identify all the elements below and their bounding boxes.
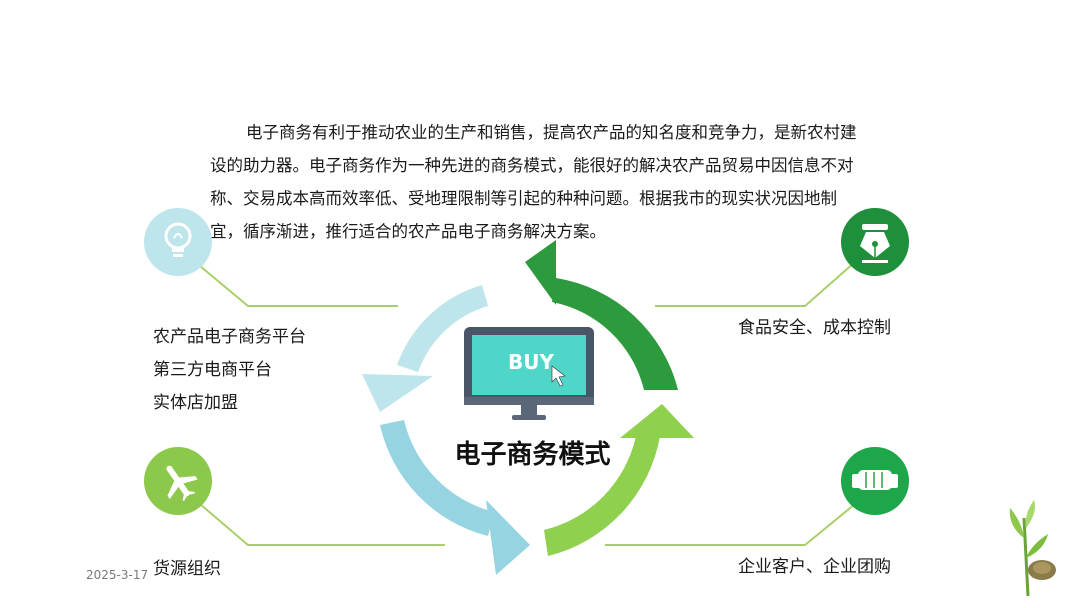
cycle-arrow-bottom-left <box>380 420 530 575</box>
cycle-arrow-top-left <box>362 285 488 412</box>
right-top-label-1: 食品安全、成本控制 <box>738 318 891 338</box>
plant-decoration <box>1009 500 1056 597</box>
cycle-arrow-top-right <box>525 240 678 390</box>
intro-paragraph: 电子商务有利于推动农业的生产和销售，提高农产品的知名度和竞争力，是新农村建设的助… <box>210 123 857 241</box>
connector-line-top-left <box>199 265 398 307</box>
left-top-labels: 农产品电子商务平台 第三方电商平台 实体店加盟 <box>153 321 306 420</box>
left-top-label-2: 第三方电商平台 <box>153 360 272 380</box>
lightbulb-icon <box>144 208 212 276</box>
left-bottom-labels: 货源组织 <box>153 553 221 586</box>
left-bottom-label-1: 货源组织 <box>153 559 221 579</box>
airplane-icon <box>144 447 212 515</box>
footer-date: 2025-3-17 <box>86 568 149 582</box>
right-bottom-labels: 企业客户、企业团购 <box>738 551 891 584</box>
connector-line-bottom-left <box>199 503 445 546</box>
handshake-icon <box>841 447 909 515</box>
cycle-arrow-bottom-right <box>544 404 694 556</box>
right-bottom-label-1: 企业客户、企业团购 <box>738 557 891 577</box>
monitor-icon: BUY <box>464 327 594 420</box>
pen-nib-icon <box>841 208 909 276</box>
left-top-label-3: 实体店加盟 <box>153 393 238 413</box>
right-top-labels: 食品安全、成本控制 <box>738 312 891 345</box>
connector-line-top-right <box>655 261 856 307</box>
connector-line-bottom-right <box>605 503 856 546</box>
monitor-buy-text: BUY <box>508 350 554 374</box>
left-top-label-1: 农产品电子商务平台 <box>153 327 306 347</box>
center-title: 电子商务模式 <box>454 440 611 470</box>
